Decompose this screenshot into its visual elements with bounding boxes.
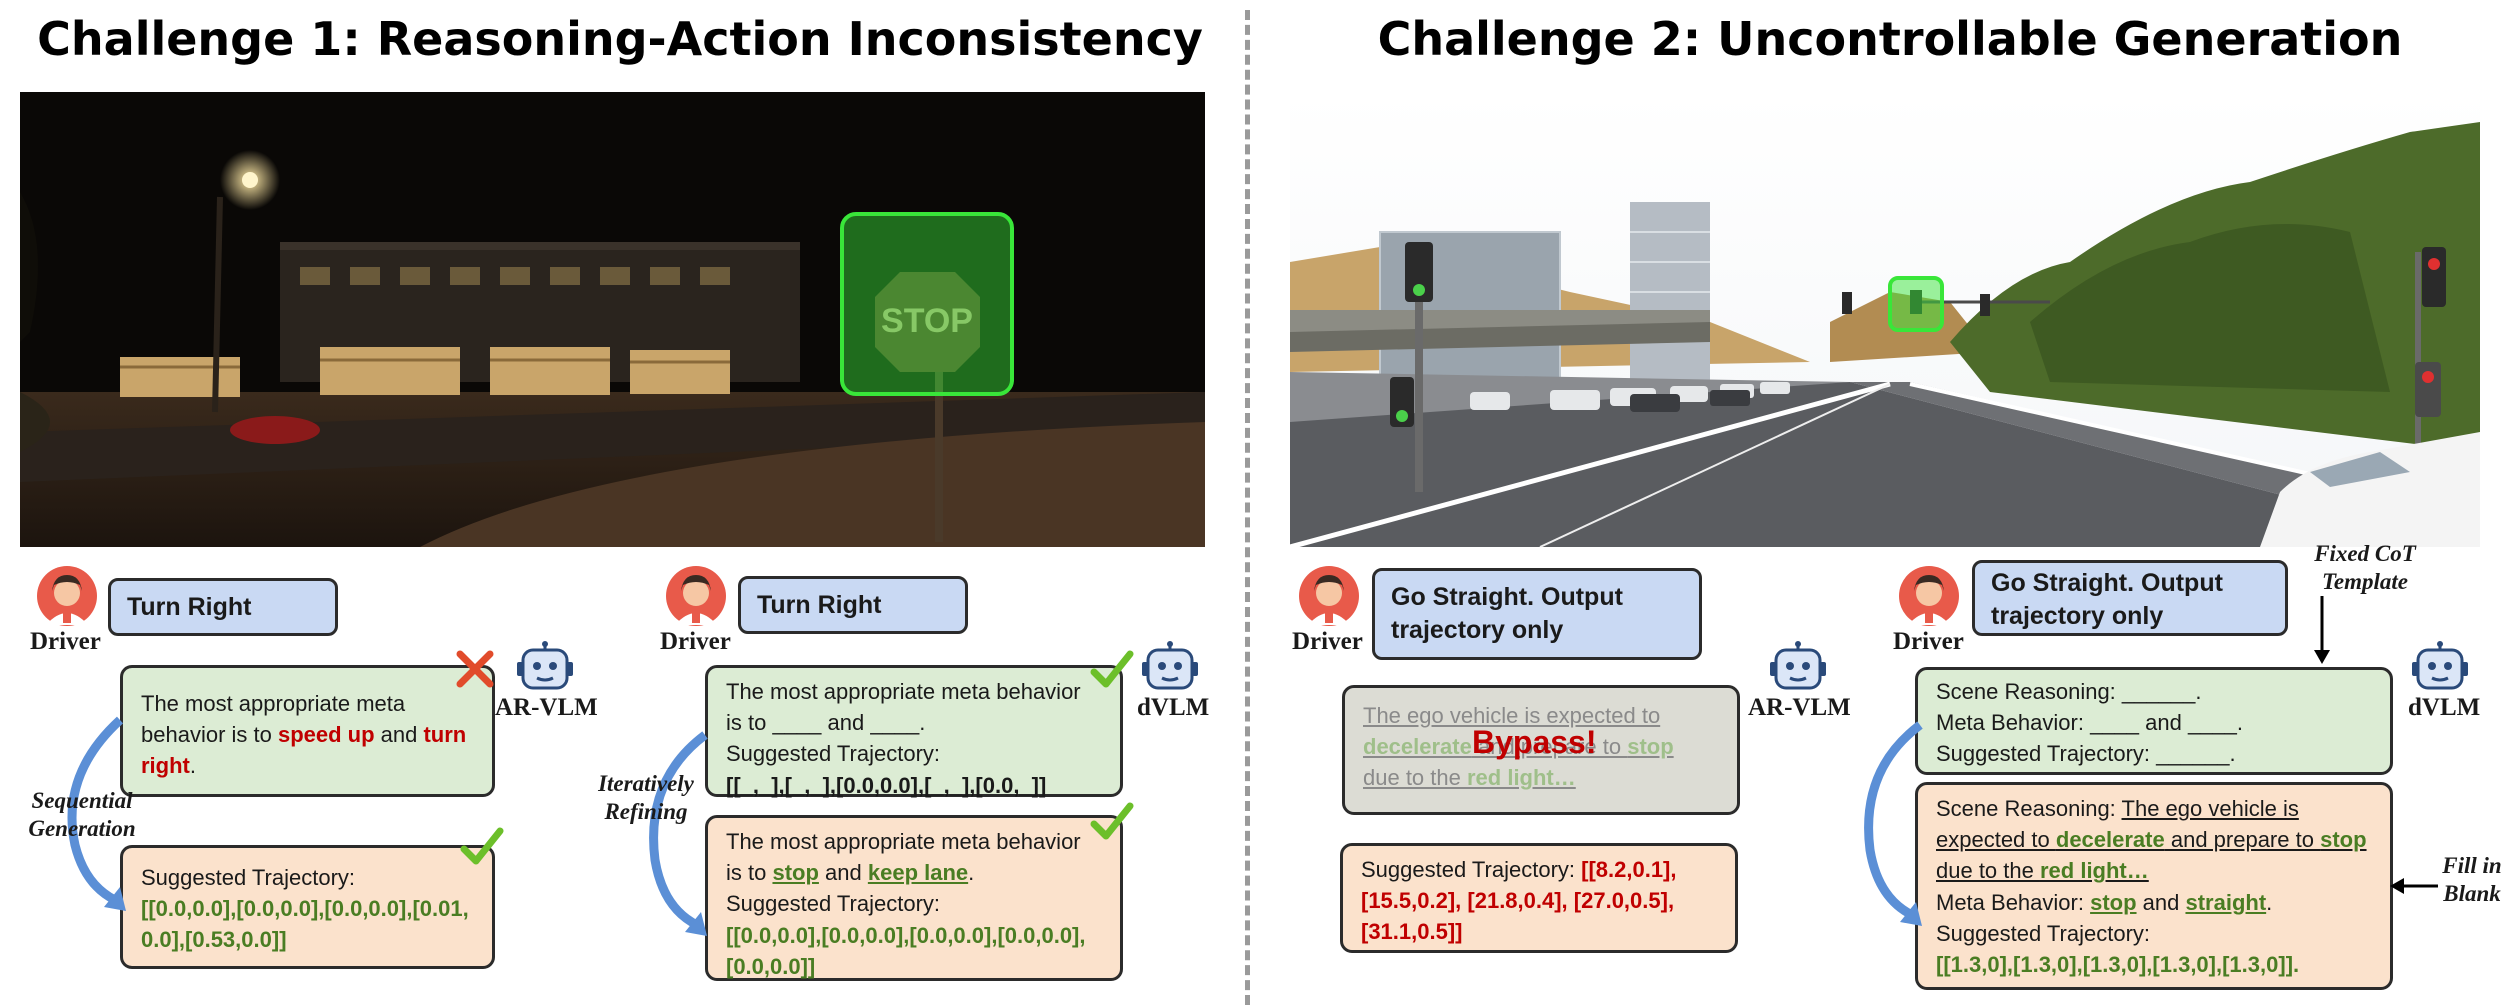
filled-meta-behavior: Meta Behavior: stop and straight. [1936, 889, 2273, 915]
turn-right-text: turn right [141, 722, 467, 779]
fill-in-blank-label: Fill in Blank [2442, 853, 2502, 906]
highway-scene-image [1290, 92, 2480, 547]
faded-line-2: decelerate and prepare to stop [1363, 734, 1674, 760]
dvlm-refined-box: The most appropriate meta behavior is to… [705, 815, 1123, 981]
masked-trajectory-value: [[_,_],[_,_],[0.0,0.0],[_,_],[0.0,_]] [726, 772, 1047, 798]
reasoning-prefix: The most appropriate meta behavior is to [141, 691, 406, 748]
red-light-text: red light… [2039, 858, 2149, 884]
cot-template-box: Scene Reasoning: ______. Meta Behavior: … [1915, 667, 2393, 775]
and-text: and [374, 722, 424, 748]
trajectory-label: Suggested Trajectory: [141, 865, 356, 890]
check-icon [458, 825, 504, 871]
faded-line-3: due to the red light… [1363, 765, 1576, 791]
driver-label-2: Driver [660, 628, 731, 655]
driver-label-4: Driver [1893, 628, 1964, 655]
ar-vlm-reasoning-box: The most appropriate meta behavior is to… [120, 665, 495, 797]
robot-icon-4 [2410, 640, 2470, 692]
driver-avatar-icon [36, 565, 98, 627]
period-text: . [189, 753, 197, 779]
command-go-straight-1: Go Straight. Output trajectory only [1372, 568, 1702, 660]
trajectory-value: [[0.0,0.0],[0.0,0.0],[0.0,0.0],[0.01,0.0… [141, 896, 469, 953]
robot-icon-2 [1140, 640, 1200, 692]
night-scene-image: STOP [20, 92, 1205, 547]
challenge-2-title: Challenge 2: Uncontrollable Generation [1377, 12, 2403, 66]
iterative-arrow [649, 731, 708, 936]
masked-trajectory-label: Suggested Trajectory: [726, 741, 941, 767]
template-arrow [2314, 596, 2330, 664]
dvlm-masked-box: The most appropriate meta behavior is to… [705, 665, 1123, 798]
stop-sign-highlight [840, 212, 1014, 396]
masked-meta-line: The most appropriate meta behavior is to… [726, 679, 1081, 736]
driver-label-3: Driver [1292, 628, 1363, 655]
dvlm-label-2: dVLM [2408, 694, 2481, 721]
driver-avatar-icon-4 [1898, 565, 1960, 627]
robot-icon [515, 640, 575, 692]
challenge-1-title: Challenge 1: Reasoning-Action Inconsiste… [37, 12, 1203, 66]
check-icon-2 [1088, 648, 1134, 694]
filled-scene-reasoning: Scene Reasoning: The ego vehicle is expe… [1936, 796, 2367, 884]
stop-text-2: stop [2320, 827, 2367, 853]
command-turn-right-1: Turn Right [108, 578, 338, 636]
bypass-label: Bypass! [1472, 724, 1597, 760]
ar-vlm-label-2: AR-VLM [1748, 694, 1851, 721]
fill-arrow [2390, 878, 2438, 894]
driver-avatar-icon-2 [665, 565, 727, 627]
trajectory-value-3: [[8.2,0.1], [15.5,0.2], [21.8,0.4], [27.… [1361, 857, 1677, 945]
fill-arrow-curve [1864, 721, 1923, 926]
sequential-generation-label: Sequential Generation [28, 788, 136, 841]
filled-trajectory-value: [[1.3,0],[1.3,0],[1.3,0],[1.3,0],[1.3,0]… [1936, 952, 2300, 978]
ar-vlm-label: AR-VLM [495, 694, 598, 721]
refined-trajectory-label: Suggested Trajectory: [726, 891, 941, 917]
decelerate-text: decelerate [2055, 827, 2165, 853]
driver-avatar-icon-3 [1298, 565, 1360, 627]
stop-sign-text: STOP [881, 302, 973, 340]
faded-line-1: The ego vehicle is expected to [1363, 703, 1661, 728]
sequential-arrow [67, 716, 126, 911]
ar-vlm-trajectory-box: Suggested Trajectory: [[0.0,0.0],[0.0,0.… [120, 845, 495, 969]
template-meta: Meta Behavior: ____ and ____. [1936, 710, 2244, 736]
cross-icon [452, 646, 498, 692]
ar-vlm-trajectory-box-2: Suggested Trajectory: [[8.2,0.1], [15.5,… [1340, 843, 1738, 953]
trajectory-label-3: Suggested Trajectory: [1361, 857, 1582, 882]
refined-trajectory-value: [[0.0,0.0],[0.0,0.0],[0.0,0.0],[0.0,0.0]… [726, 922, 1086, 979]
template-trajectory: Suggested Trajectory: ______. [1936, 741, 2236, 767]
filled-trajectory-label: Suggested Trajectory: [1936, 920, 2151, 946]
refined-reasoning: The most appropriate meta behavior is to… [726, 829, 1081, 886]
driver-label: Driver [30, 628, 101, 655]
robot-icon-3 [1768, 640, 1828, 692]
stop-text: stop [772, 860, 819, 886]
bypassed-reasoning-box: The ego vehicle is expected to decelerat… [1342, 685, 1740, 815]
iteratively-refining-label: Iteratively Refining [598, 771, 694, 824]
check-icon-3 [1088, 800, 1134, 846]
traffic-light-highlight [1888, 276, 1944, 332]
section-divider [1245, 10, 1250, 1005]
template-scene: Scene Reasoning: ______. [1936, 679, 2202, 704]
speed-up-text: speed up [277, 722, 375, 748]
keep-lane-text: keep lane [867, 860, 969, 886]
filled-template-box: Scene Reasoning: The ego vehicle is expe… [1915, 782, 2393, 990]
dvlm-label: dVLM [1137, 694, 1210, 721]
command-turn-right-2: Turn Right [738, 576, 968, 634]
fixed-cot-template-label: Fixed CoT Template [2314, 541, 2416, 594]
command-go-straight-2: Go Straight. Output trajectory only [1972, 560, 2288, 636]
